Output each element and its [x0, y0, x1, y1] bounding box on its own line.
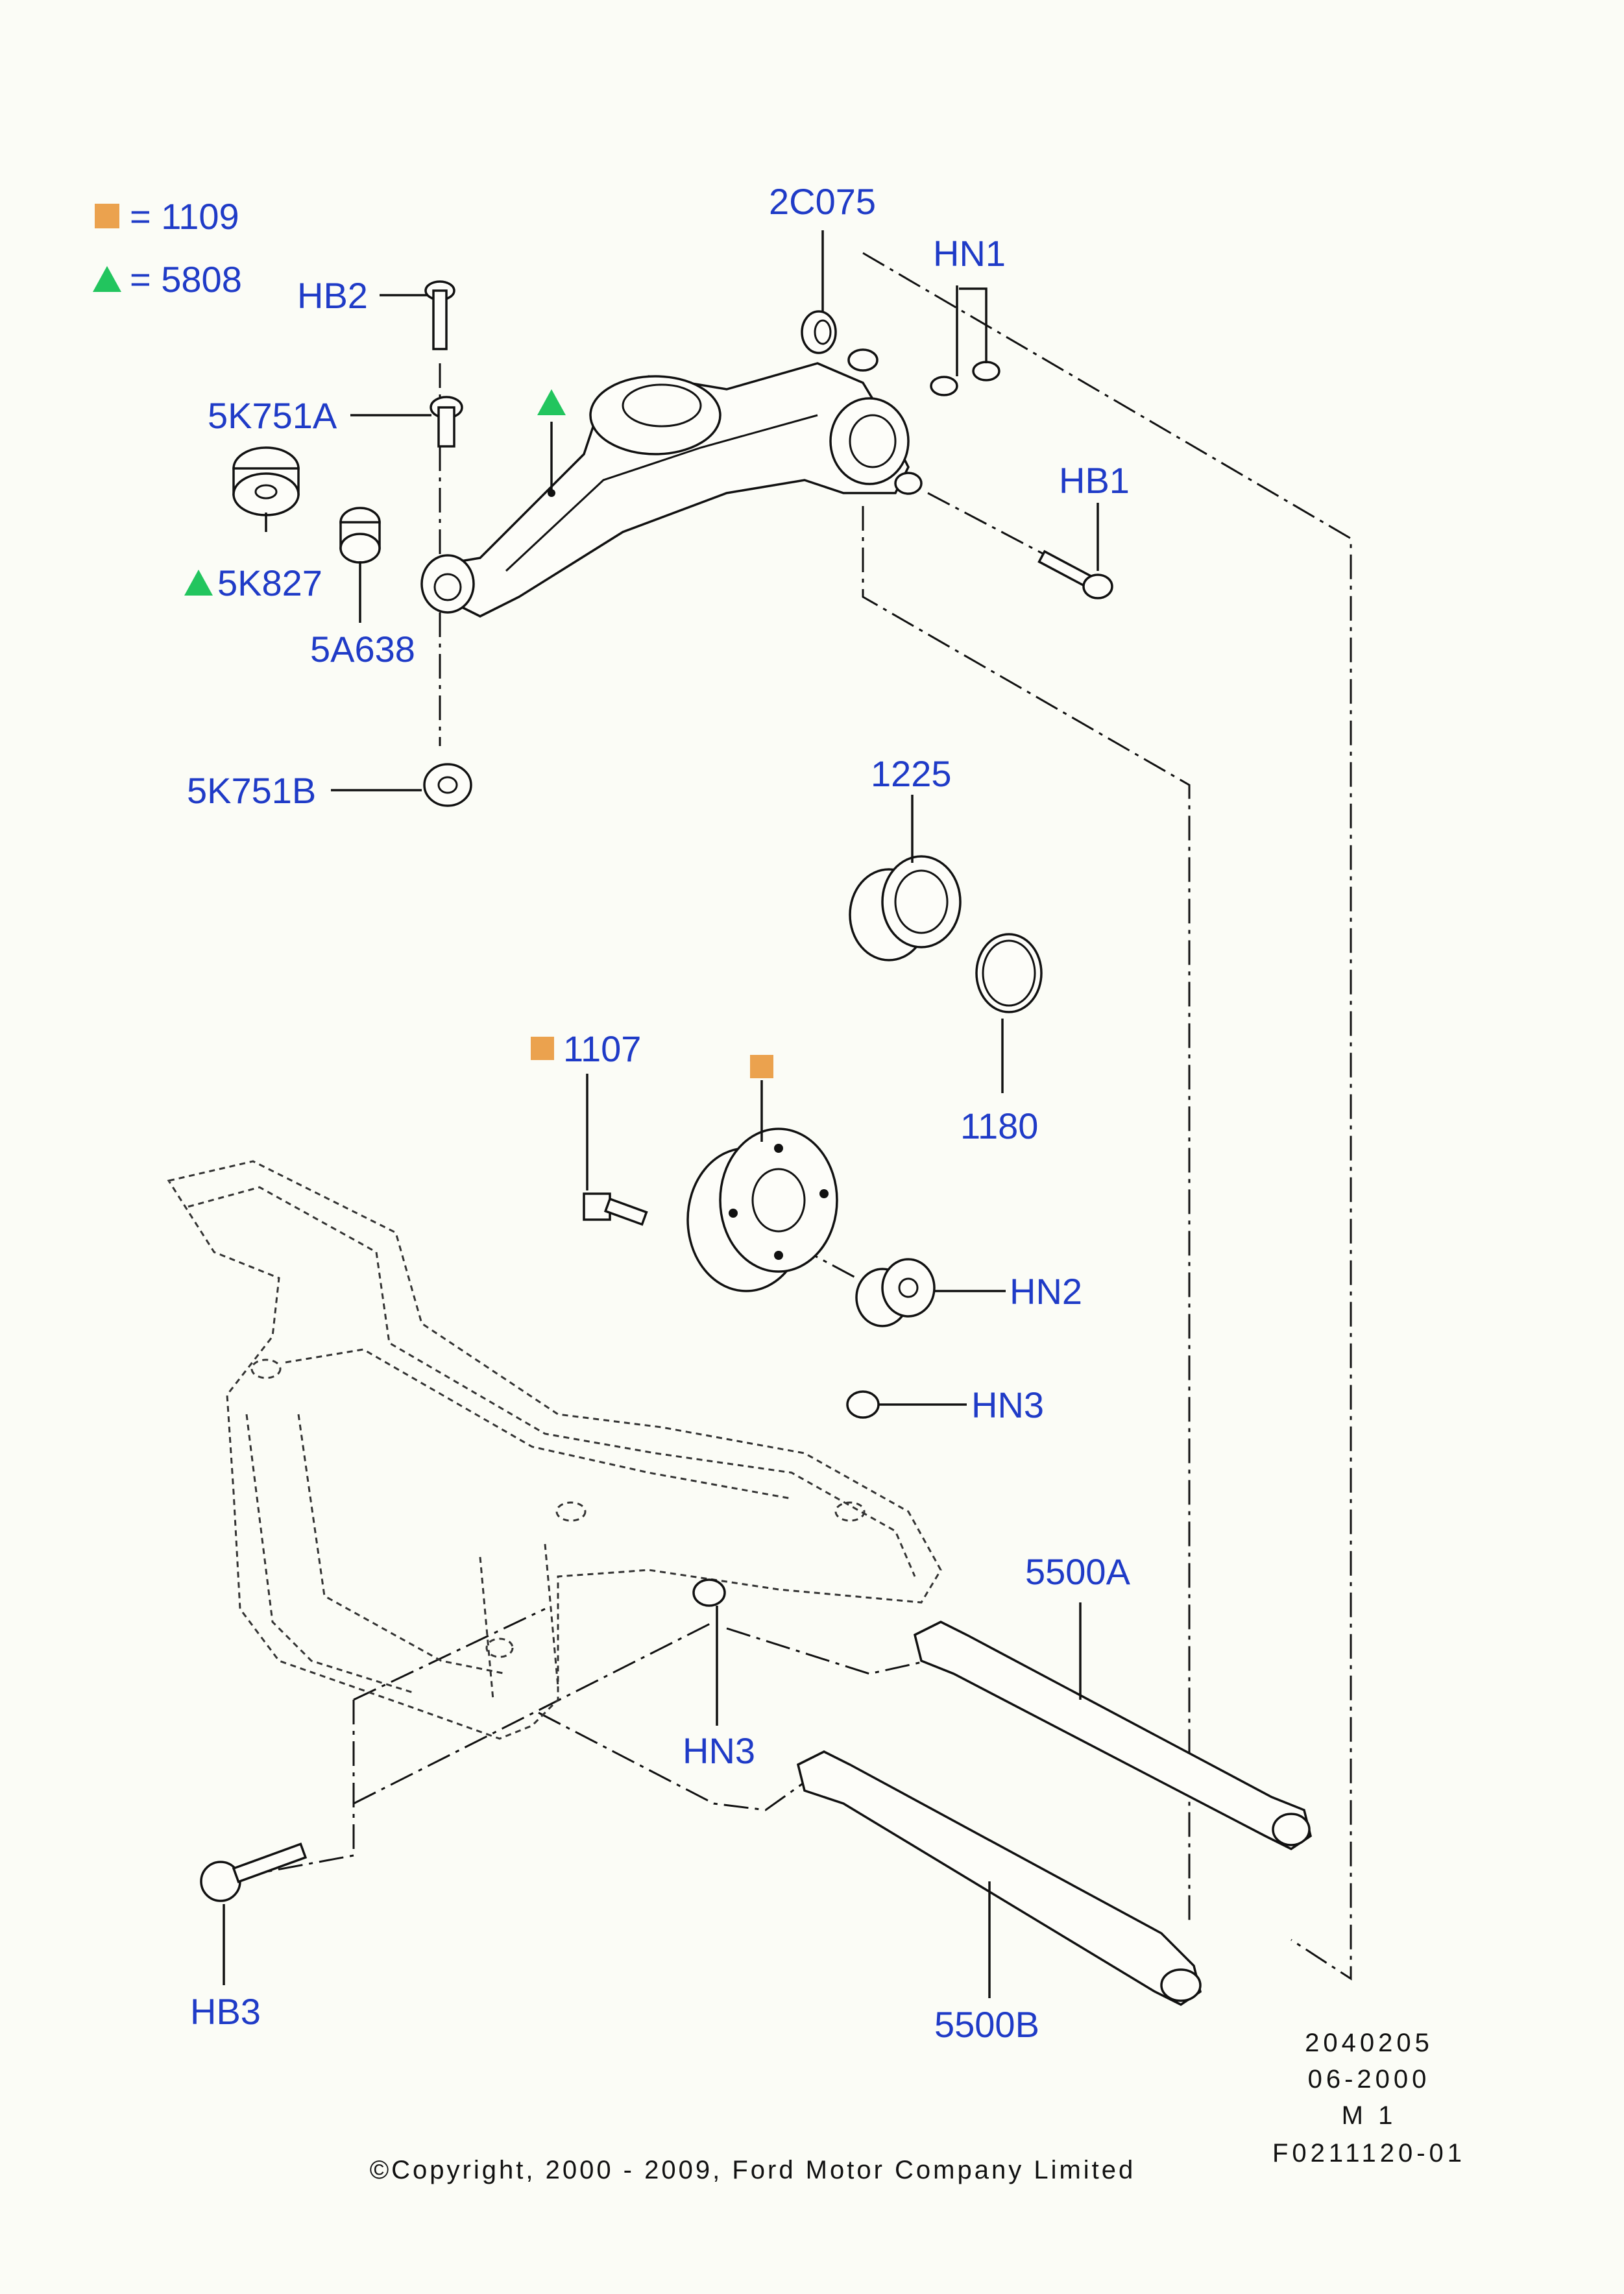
assembly-line-links-a: [726, 1627, 928, 1675]
label-hb2: HB2: [297, 275, 368, 316]
hub-square-marker: [750, 1055, 773, 1078]
arm-spring-seat-inner: [622, 383, 702, 428]
reference-line-3: M 1: [1342, 2101, 1397, 2130]
label-5500a: 5500A: [1025, 1551, 1131, 1592]
crossmember-inner-2: [285, 1348, 792, 1500]
bolt-5k751a: [430, 396, 463, 448]
arm-triangle-marker: [537, 389, 566, 415]
clip-2c075: [801, 310, 837, 354]
label-1225: 1225: [871, 753, 952, 794]
crossmember-inner-1: [188, 1186, 916, 1577]
nut-hn2: [855, 1258, 936, 1327]
assembly-line-hb1: [927, 492, 1052, 559]
bolt-hb2: [424, 280, 455, 350]
crossmember-hole-3: [834, 1501, 866, 1522]
label-hn1: HN1: [933, 233, 1006, 274]
assembly-line-outer: [862, 252, 1352, 1981]
label-hn3-upper: HN3: [971, 1384, 1044, 1425]
crossmember-hole-2: [555, 1501, 587, 1522]
arm-spring-seat: [589, 375, 721, 455]
label-1180: 1180: [960, 1105, 1038, 1146]
bush-5k827: [232, 446, 300, 516]
assembly-line-hb3-a: [353, 1608, 546, 1701]
bearing-1225: [849, 855, 962, 961]
arm-leader-dot: [548, 489, 555, 497]
crossmember-hole-4: [485, 1637, 514, 1658]
nuts-hn1: [930, 361, 1000, 396]
label-hb3: HB3: [190, 1991, 261, 2032]
legend: = 1109 = 5808: [93, 196, 242, 300]
nut-hn3-lower: [692, 1578, 726, 1607]
link-5500b: [796, 1750, 1202, 2007]
label-hn3-lower: HN3: [683, 1730, 755, 1771]
arm-lower-tab: [894, 472, 923, 495]
lower-control-arm: [420, 348, 923, 618]
callout-labels: HB2 5K751A 5K827 5A638 5K751B 2C075 HN1 …: [187, 181, 1131, 2045]
hardware: [200, 280, 1113, 1902]
arm-inner-bush-eye: [420, 554, 475, 614]
link-5500a-end: [1272, 1813, 1311, 1846]
nut-5k751b: [423, 763, 472, 807]
legend-square-marker: [95, 204, 119, 228]
crossmember-outline: [167, 1160, 942, 1740]
circlip-1180: [975, 933, 1043, 1013]
stud-square-marker: [531, 1037, 554, 1060]
reference-block: 2040205 06-2000 M 1 F0211120-01: [1272, 2029, 1466, 2167]
reference-line-2: 06-2000: [1308, 2065, 1431, 2094]
label-hn2: HN2: [1010, 1271, 1082, 1312]
stud-1107: [583, 1192, 648, 1226]
label-5500b: 5500B: [934, 2004, 1039, 2045]
nut-hn3-upper: [846, 1390, 880, 1419]
bolt-hb1: [1037, 549, 1113, 599]
reference-line-4: F0211120-01: [1272, 2139, 1466, 2167]
lateral-links: [796, 1621, 1312, 2007]
label-1107: 1107: [563, 1028, 641, 1069]
reference-line-1: 2040205: [1305, 2029, 1433, 2057]
assembly-line-inner: [862, 506, 1191, 1920]
crossmember-inner-5: [479, 1556, 494, 1700]
leader-lines: [223, 230, 1099, 1998]
rear-crossmember: [167, 1160, 942, 1740]
arm-knuckle-bore: [849, 414, 897, 468]
legend-triangle-marker: [93, 266, 121, 292]
bush-5a638: [339, 507, 381, 564]
legend-triangle-text: = 5808: [130, 259, 242, 300]
label-2c075: 2C075: [769, 181, 876, 222]
label-5k751a: 5K751A: [208, 395, 337, 436]
crossmember-inner-6: [544, 1543, 559, 1687]
label-5k827: 5K827: [217, 562, 322, 603]
label-hb1: HB1: [1059, 460, 1130, 501]
arm-inner-bush-hole: [433, 573, 462, 601]
assembly-line-links-b: [538, 1711, 812, 1811]
arm-upper-tab: [847, 348, 879, 372]
copyright-text: ©Copyright, 2000 - 2009, Ford Motor Comp…: [370, 2156, 1136, 2184]
k827-triangle-marker: [184, 570, 213, 596]
crossmember-inner-4: [297, 1414, 507, 1675]
assembly-lines: [213, 252, 1352, 1981]
label-5a638: 5A638: [310, 629, 415, 670]
bolt-hb3: [200, 1842, 308, 1902]
arm-rib: [505, 414, 818, 572]
legend-square-text: = 1109: [130, 196, 239, 237]
wheel-hub: [686, 1128, 838, 1292]
link-5500b-end: [1160, 1968, 1202, 2002]
link-5500a: [913, 1621, 1312, 1851]
arm-knuckle: [829, 397, 910, 485]
crossmember-inner-3: [245, 1414, 416, 1695]
assembly-line-hb3-b: [353, 1621, 714, 1805]
label-5k751b: 5K751B: [187, 770, 316, 811]
crossmember-hole-1: [250, 1358, 282, 1379]
